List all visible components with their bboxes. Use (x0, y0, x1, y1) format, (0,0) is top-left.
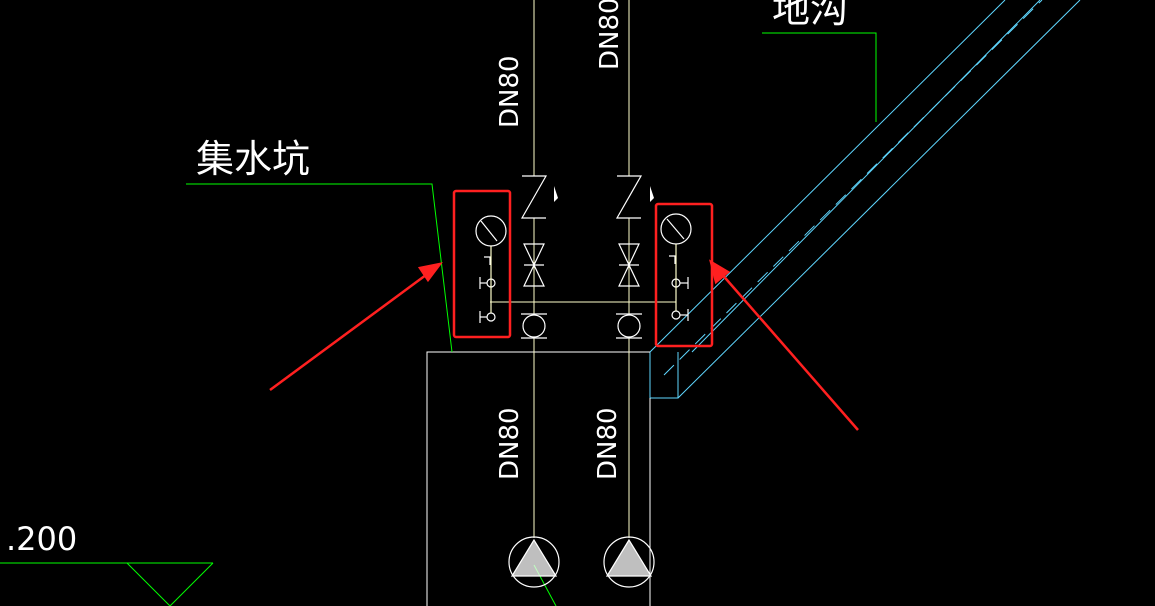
gauge-right-siphon (669, 255, 676, 264)
pressure-gauge-left-icon (475, 215, 507, 247)
pressure-gauge-left-needle (480, 220, 498, 242)
pipe-size-lower-left: DN80 (495, 407, 525, 480)
sump-label: 集水坑 (196, 137, 310, 181)
pump-left-icon (508, 536, 560, 588)
gauge-left-cock-lower-icon (486, 312, 496, 322)
left-valve-train (520, 175, 548, 339)
arrow-right-shaft (719, 271, 859, 431)
elevation-triangle (126, 562, 214, 606)
right-valve-train (615, 175, 643, 339)
flange-left-icon (522, 314, 546, 338)
cursor-marks (554, 186, 654, 202)
trench (649, 0, 1081, 399)
sump-leader (186, 183, 453, 353)
pipes (490, 0, 676, 538)
highlight-box-left (452, 189, 512, 339)
pipe-size-upper-right: DN80 (595, 0, 625, 70)
check-valve-left-icon (520, 175, 548, 219)
pump-right-icon (603, 536, 655, 588)
pressure-gauge-right-needle (666, 218, 685, 240)
cursor-right-icon (650, 186, 654, 202)
check-valve-right-icon (615, 175, 643, 219)
gauge-right-cock-lower-icon (671, 310, 681, 320)
pump-right-triangle (605, 538, 653, 577)
flange-right-icon (617, 314, 641, 338)
pipe-size-lower-right: DN80 (593, 407, 623, 480)
sump-structure (426, 351, 651, 606)
gate-valve-right-icon (618, 243, 640, 287)
sump-outline (426, 351, 650, 606)
highlight-box-right (654, 202, 714, 348)
left-gauge-assembly (475, 215, 507, 323)
trench-edge-inner (649, 0, 1006, 353)
elevation-label: .200 (6, 520, 77, 558)
arrow-left-shaft (269, 270, 431, 392)
arrow-right-head-icon (709, 259, 731, 285)
trench-centerline (663, 0, 1043, 376)
trench-edge-mid (691, 0, 1041, 353)
arrows (269, 259, 859, 431)
gate-valve-left-icon (523, 243, 545, 287)
gauge-left-siphon (484, 256, 491, 265)
trench-end-box (649, 352, 679, 399)
leaders (0, 32, 877, 606)
cursor-left-icon (554, 186, 558, 202)
trench-leader (762, 32, 877, 122)
pump-left-triangle (510, 538, 558, 577)
arrow-left-head-icon (417, 262, 443, 283)
pipe-size-upper-left: DN80 (495, 55, 525, 128)
highlights (452, 189, 714, 348)
right-gauge-assembly (660, 213, 692, 321)
pumps (508, 536, 655, 588)
trench-label: 地沟 (772, 0, 848, 31)
trench-edge-outer (677, 0, 1081, 399)
